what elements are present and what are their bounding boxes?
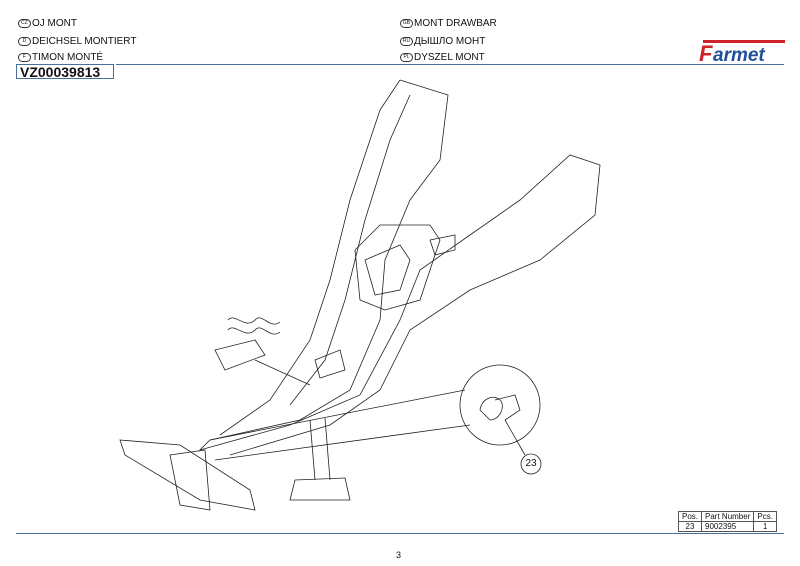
table-header-row: Pos. Part Number Pcs.	[677, 511, 777, 522]
document-number: VZ00039813	[16, 64, 114, 80]
detail-callout	[209, 364, 542, 475]
page-number: 3	[396, 550, 402, 560]
header-pos: Pos.	[677, 511, 703, 522]
parts-table: Pos. Part Number Pcs. 23 9002395 1	[677, 511, 777, 532]
header-pcs: Pcs.	[753, 511, 777, 522]
cell-part-number: 9002395	[701, 521, 755, 532]
header-part-number: Part Number	[701, 511, 755, 522]
callout-label: 23	[525, 458, 537, 469]
drawbar-frame	[119, 79, 601, 511]
svg-text:armet: armet	[713, 45, 765, 64]
farmet-logo: F armet	[699, 40, 785, 64]
footer-divider	[16, 533, 784, 534]
cell-pos: 23	[677, 521, 703, 532]
cell-pcs: 1	[753, 521, 777, 532]
table-row: 23 9002395 1	[677, 521, 777, 532]
header-divider	[116, 64, 784, 65]
svg-text:F: F	[699, 41, 713, 64]
